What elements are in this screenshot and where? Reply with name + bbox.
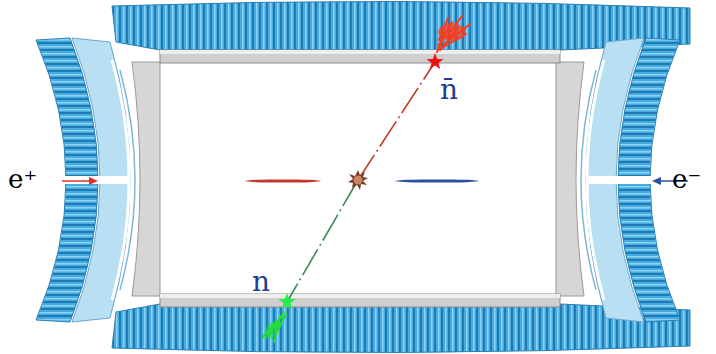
particle-label: n: [252, 268, 270, 296]
particle-label: n̄: [440, 76, 458, 104]
beam-label: e⁺: [8, 166, 37, 192]
beam-label: e⁻: [672, 166, 701, 192]
